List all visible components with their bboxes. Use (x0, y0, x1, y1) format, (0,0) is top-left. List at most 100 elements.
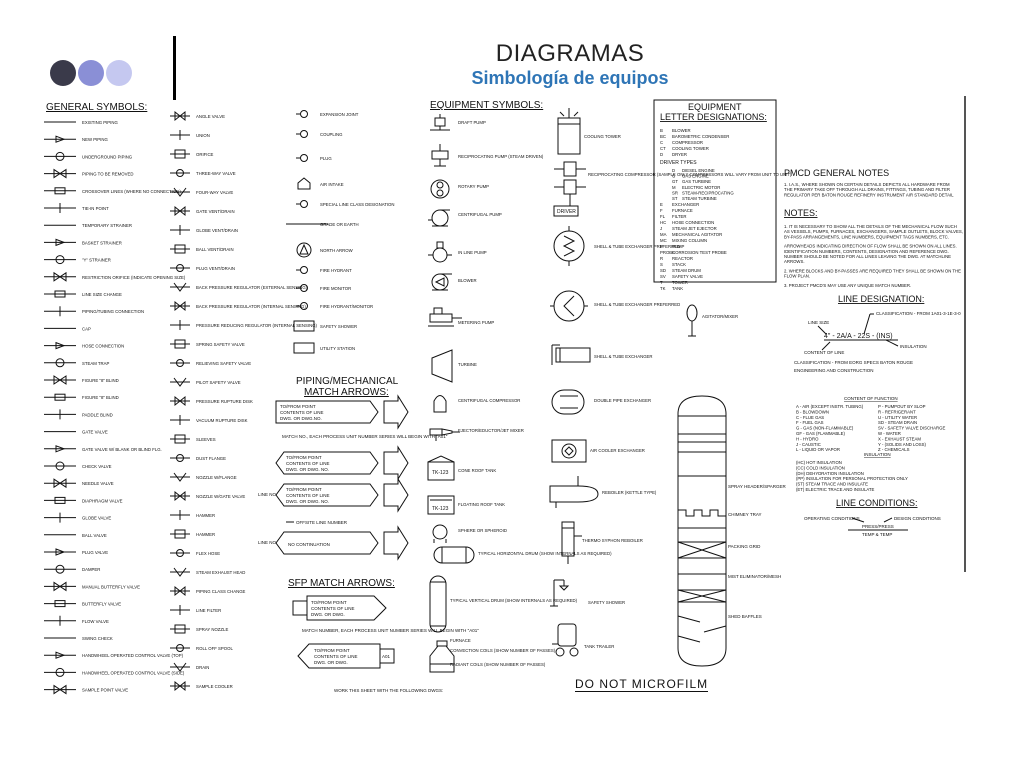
general-symbol-col2-6-icon (170, 205, 190, 217)
line-conditions-heading: LINE CONDITIONS: (836, 498, 918, 508)
general-symbol-col3-1-label: EXPANSION JOINT (320, 112, 359, 117)
general-symbol-col3-8-icon (296, 266, 308, 274)
letter-code-16: S (660, 262, 663, 267)
symbol-arrow (55, 651, 66, 659)
notes-heading: NOTES: (784, 208, 818, 218)
general-symbol-col2-9-icon (170, 264, 190, 272)
general-symbol-col2-1-icon (170, 110, 190, 122)
general-symbol-col2-11-icon (170, 300, 190, 312)
match-box-1-line-2: CONTENTS OF LINE (280, 410, 324, 415)
equipment-3-label: ROTARY PUMP (458, 184, 489, 189)
match-arrow-head-2 (383, 445, 409, 481)
general-symbol-17-label: FIGURE "8" BLIND (82, 395, 119, 400)
symbol-circle (55, 461, 65, 471)
driver-code-4: M (672, 185, 676, 190)
symbol-circle (55, 564, 65, 574)
general-symbol-col2-25-label: STEAM EXHAUST HEAD (196, 570, 245, 575)
symbol-circle (55, 358, 65, 368)
operating-conditions-label: OPERATING CONDITIONS (804, 516, 860, 521)
sfp-box-2-line-2: CONTENTS OF LINE (314, 654, 358, 659)
match-box-3-line-2: CONTENTS OF LINE (286, 493, 330, 498)
sfp-box-2-line-1: TO/FROM POINT (314, 648, 350, 653)
vertical-drum-icon (429, 575, 447, 633)
general-symbol-col2-21-icon (170, 490, 190, 502)
symbol-box (174, 624, 186, 634)
letter-code-17: SD (660, 268, 666, 273)
symbol-arrow (55, 548, 66, 556)
symbol-circle (176, 454, 184, 462)
reboiler-icon (549, 476, 599, 508)
general-symbol-col3-6-label: GRADE OR EARTH (320, 222, 359, 227)
letter-meaning-4: COOLING TOWER (672, 146, 709, 151)
content-right-4: SD - STEAM DRAIN (878, 420, 917, 425)
match-box-3-line-1: TO/FROM POINT (286, 487, 322, 492)
letter-meaning-13: PUMP (672, 244, 685, 249)
general-symbol-col2-8-label: BALL VENT/DRAIN (196, 247, 234, 252)
furnace-icon (429, 640, 455, 673)
letter-designations-frame (653, 99, 777, 283)
general-symbol-22-icon (44, 478, 76, 489)
classifications-note: CLASSIFICATION - FROM EORG SPECS BATON R… (794, 360, 913, 365)
general-symbol-col2-23-icon (170, 529, 190, 539)
general-symbol-11-label: LINE SIZE CHANGE (82, 292, 122, 297)
note-4: 3. PROJECT PMCD'S MAY USE ANY UNIQUE MAT… (784, 283, 911, 288)
symbol-box (174, 149, 186, 159)
letter-heading-1: EQUIPMENT (688, 102, 742, 112)
general-symbol-19-label: GATE VALVE (82, 430, 108, 435)
content-left-9: L - LIQUID OR VAPOR (796, 447, 840, 452)
symbol-box (174, 244, 186, 254)
general-symbol-col2-31-label: SAMPLE COOLER (196, 684, 233, 689)
symbol-chevron (173, 567, 187, 577)
general-symbol-col3-10-icon (296, 302, 308, 310)
general-symbol-32-label: HANDWHEEL OPERATED CONTROL VALVE (TOP) (82, 653, 184, 658)
insulation-row-2: (CC) COLD INSULATION (796, 465, 845, 470)
letter-code-18: SV (660, 274, 666, 279)
general-symbol-col3-9-label: FIRE MONITOR (320, 286, 351, 291)
general-symbol-col3-9-icon (296, 284, 308, 292)
content-left-4: F - FUEL GAS (796, 420, 824, 425)
symbol-valve (174, 585, 186, 597)
general-symbol-col3-4-icon (297, 177, 311, 190)
symbol-box (293, 342, 315, 354)
letter-meaning-10: STEAM JET EJECTOR (672, 226, 717, 231)
symbol-arrow (55, 445, 66, 453)
general-symbol-2-icon (44, 135, 76, 143)
general-symbol-col2-25-icon (170, 567, 190, 577)
offsite-line-label: OFFSITE LINE NUMBER (296, 520, 348, 525)
general-symbol-col2-14-icon (170, 359, 190, 367)
general-symbol-col2-5-label: FOUR-WAY VALVE (196, 190, 233, 195)
general-symbol-col3-2-icon (296, 130, 308, 138)
general-symbol-21-icon (44, 461, 76, 471)
insulation-row-3: (DH) DEHYDRATION INSULATION (796, 471, 864, 476)
insulation-pointer (885, 339, 899, 347)
general-symbol-col2-10-label: BACK PRESSURE REGULATOR (EXTERNAL SENSIN… (196, 285, 308, 290)
equipment-col2-12-label: AGITATOR/MIXER (702, 314, 738, 319)
insulation-heading: INSULATION (864, 452, 891, 457)
general-symbol-col3-2-label: COUPLING (320, 132, 343, 137)
insulation-row-6: (ET) ELECTRIC TRACE AND INSULATE (796, 487, 875, 492)
equipment-8-label: TURBINE (458, 362, 477, 367)
symbol-circle (55, 151, 65, 161)
symbol-legend-drawing: GENERAL SYMBOLS: EQUIPMENT SYMBOLS: EXIS… (44, 99, 963, 695)
symbol-circle (300, 200, 308, 208)
general-symbol-14-label: HOSE CONNECTION (82, 344, 124, 349)
general-symbol-col2-19-label: DUST FLANGE (196, 456, 226, 461)
general-symbol-col3-12-label: UTILITY STATION (320, 346, 355, 351)
equipment-col2-3-label: SHELL & TUBE EXCHANGER PREFERRED (594, 244, 680, 249)
symbol-valve (53, 271, 67, 282)
cone-roof-tank-icon (427, 455, 455, 481)
symbol-box (174, 339, 186, 349)
content-right-3: U - UTILITY WATER (878, 415, 917, 420)
general-symbol-col2-3-icon (170, 149, 190, 159)
general-symbol-col2-24-label: FLEX HOSE (196, 551, 220, 556)
driver-label: DRIVER (557, 209, 576, 215)
operating-pointer (851, 517, 865, 523)
general-symbol-col2-26-icon (170, 585, 190, 597)
general-symbol-col2-7-icon (170, 225, 190, 235)
insulation-label: INSULATION (900, 344, 927, 349)
letter-code-9: HC (660, 220, 666, 225)
air-cooler-icon (551, 439, 587, 463)
general-symbol-24-label: GLOBE VALVE (82, 516, 111, 521)
match-box-2-line-1: TO/FROM POINT (286, 455, 322, 460)
